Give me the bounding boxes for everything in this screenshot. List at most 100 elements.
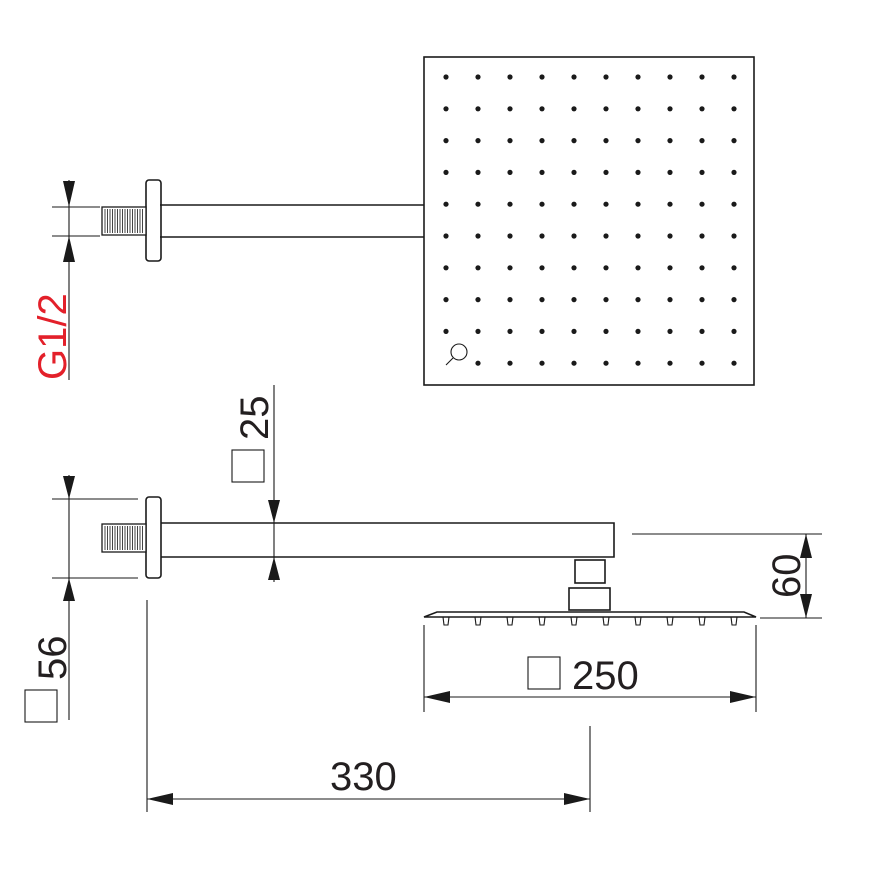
- nozzle-dot: [699, 138, 705, 144]
- nozzle-dot: [667, 106, 673, 112]
- nozzle-side: [538, 616, 546, 626]
- nozzle-dot: [699, 74, 705, 80]
- nozzle-dot: [699, 233, 705, 239]
- nozzle-dot: [539, 360, 545, 366]
- nozzle-side: [602, 616, 610, 626]
- nozzle-dot: [667, 328, 673, 334]
- top-view: G1/2: [31, 56, 755, 386]
- nozzle-dot: [443, 106, 449, 112]
- nozzle-dot: [603, 265, 609, 271]
- nozzle-dot: [667, 169, 673, 175]
- nozzle-dot: [603, 138, 609, 144]
- nozzle-dot: [699, 265, 705, 271]
- nozzle-grid: [443, 74, 737, 366]
- arm-length-label: 330: [330, 755, 397, 799]
- nozzle-dot: [539, 106, 545, 112]
- nozzle-dot: [603, 233, 609, 239]
- wall-flange-top: [145, 179, 162, 262]
- wall-flange-side: [145, 496, 162, 579]
- nozzle-dot: [475, 297, 481, 303]
- nozzle-dot: [603, 106, 609, 112]
- nozzle-dot: [443, 169, 449, 175]
- nozzle-dot: [571, 138, 577, 144]
- nozzle-dot: [475, 233, 481, 239]
- nozzle-dot: [635, 169, 641, 175]
- nozzle-dot: [731, 265, 737, 271]
- nozzle-dot: [635, 106, 641, 112]
- logo-circle-icon: [445, 343, 468, 366]
- nozzle-dot: [443, 265, 449, 271]
- nozzle-dot: [667, 74, 673, 80]
- nozzle-side: [570, 616, 578, 626]
- nozzle-dot: [571, 201, 577, 207]
- nozzle-dot: [603, 360, 609, 366]
- nozzle-dot: [475, 328, 481, 334]
- nozzle-dot: [475, 74, 481, 80]
- nozzle-dot: [475, 201, 481, 207]
- nozzle-dot: [635, 138, 641, 144]
- nozzle-dot: [539, 328, 545, 334]
- nozzle-dot: [731, 106, 737, 112]
- nozzle-dot: [539, 74, 545, 80]
- nozzle-side: [634, 616, 642, 626]
- square-symbol: [527, 656, 561, 690]
- nozzle-dot: [731, 233, 737, 239]
- nozzle-dot: [667, 233, 673, 239]
- nozzle-dot: [507, 106, 513, 112]
- nozzle-dot: [507, 233, 513, 239]
- arm-section-label: 25: [233, 396, 277, 441]
- nozzle-dot: [571, 360, 577, 366]
- nozzle-dot: [603, 297, 609, 303]
- nozzle-dot: [571, 233, 577, 239]
- nozzle-dot: [699, 169, 705, 175]
- nozzle-dot: [539, 265, 545, 271]
- nozzle-dot: [539, 169, 545, 175]
- nozzle-dot: [571, 106, 577, 112]
- nozzle-dot: [731, 74, 737, 80]
- head-height-label: 60: [765, 554, 809, 599]
- nozzle-side: [730, 616, 738, 626]
- nozzle-dot: [699, 297, 705, 303]
- nozzle-dot: [667, 360, 673, 366]
- nozzle-dot: [475, 169, 481, 175]
- nozzle-dot: [603, 201, 609, 207]
- nozzle-dot: [603, 169, 609, 175]
- nozzle-dot: [571, 297, 577, 303]
- nozzle-dot: [507, 328, 513, 334]
- nozzle-dot: [475, 106, 481, 112]
- nozzle-dot: [507, 74, 513, 80]
- nozzle-dot: [571, 169, 577, 175]
- swivel-joint: [574, 559, 606, 584]
- nozzle-dot: [635, 297, 641, 303]
- nozzle-dot: [635, 360, 641, 366]
- shower-head-top: [423, 56, 755, 386]
- nozzle-dot: [507, 138, 513, 144]
- nozzle-dot: [443, 138, 449, 144]
- nozzle-dot: [667, 265, 673, 271]
- nozzle-dot: [635, 328, 641, 334]
- square-symbol: [231, 449, 265, 483]
- nozzle-dot: [731, 360, 737, 366]
- thread-top: [101, 206, 147, 236]
- nozzle-dot: [635, 233, 641, 239]
- nozzle-dot: [603, 74, 609, 80]
- head-connector: [568, 587, 611, 611]
- nozzle-dot: [731, 169, 737, 175]
- nozzle-dot: [507, 297, 513, 303]
- nozzle-dot: [603, 328, 609, 334]
- nozzle-dot: [635, 265, 641, 271]
- nozzle-dot: [443, 328, 449, 334]
- nozzle-dot: [443, 201, 449, 207]
- nozzle-dot: [443, 297, 449, 303]
- nozzle-dot: [731, 297, 737, 303]
- nozzle-dot: [699, 201, 705, 207]
- nozzle-side: [698, 616, 706, 626]
- flange-size-label: 56: [31, 636, 75, 681]
- thread-side: [101, 523, 147, 553]
- nozzle-side: [506, 616, 514, 626]
- nozzle-dot: [539, 233, 545, 239]
- square-symbol: [24, 689, 58, 723]
- nozzle-dot: [539, 138, 545, 144]
- nozzle-dot: [635, 201, 641, 207]
- nozzle-dot: [475, 360, 481, 366]
